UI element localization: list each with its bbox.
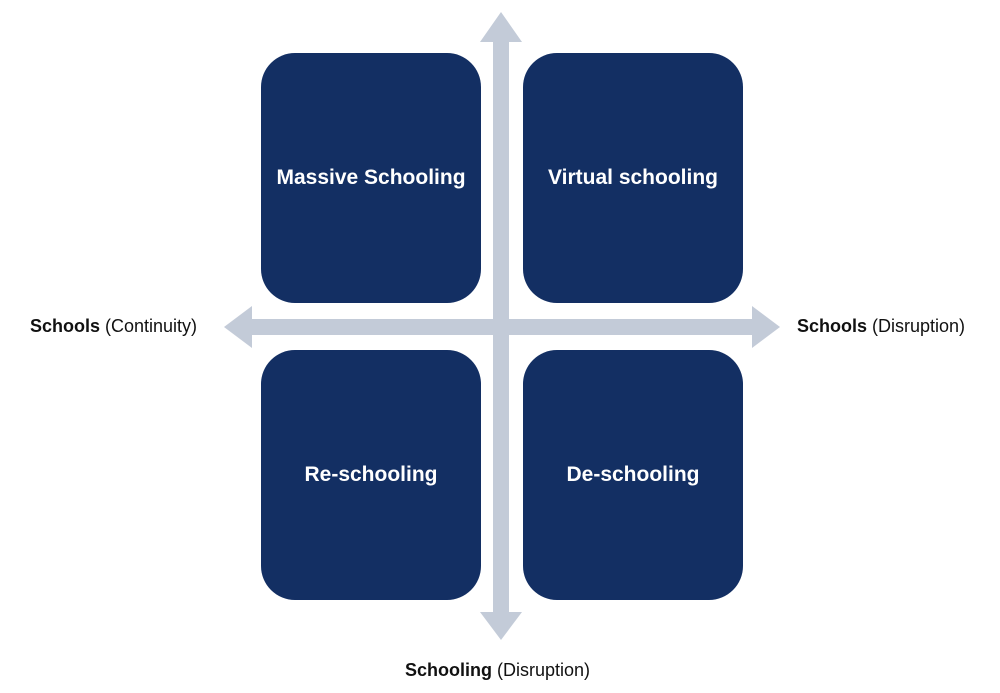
- quadrant-de-schooling: De-schooling: [523, 350, 743, 600]
- axis-label-bottom: Schooling (Disruption): [405, 660, 590, 681]
- axis-label-left-rest: (Continuity): [100, 316, 198, 336]
- axis-label-right-rest: (Disruption): [867, 316, 966, 336]
- quadrant-label: Re-schooling: [304, 463, 438, 486]
- arrow-right-head: [752, 306, 780, 348]
- axis-label-right: Schools (Disruption): [797, 316, 965, 337]
- horizontal-axis-arrow: [224, 306, 780, 348]
- arrow-up-head: [480, 12, 522, 42]
- arrow-left-head: [224, 306, 252, 348]
- quadrant-label: Massive Schooling: [276, 166, 466, 189]
- quadrant-label: Virtual schooling: [548, 166, 718, 189]
- quadrant-virtual-schooling: Virtual schooling: [523, 53, 743, 303]
- axis-label-bottom-bold: Schooling: [405, 660, 492, 680]
- quadrant-label: De-schooling: [566, 463, 700, 486]
- quadrant-massive-schooling: Massive Schooling: [261, 53, 481, 303]
- axis-label-left-bold: Schools: [30, 316, 101, 336]
- axis-label-right-bold: Schools: [797, 316, 868, 336]
- arrow-down-head: [480, 612, 522, 640]
- axis-label-left: Schools (Continuity): [30, 316, 197, 337]
- axis-label-bottom-rest: (Disruption): [492, 660, 591, 680]
- quadrant-re-schooling: Re-schooling: [261, 350, 481, 600]
